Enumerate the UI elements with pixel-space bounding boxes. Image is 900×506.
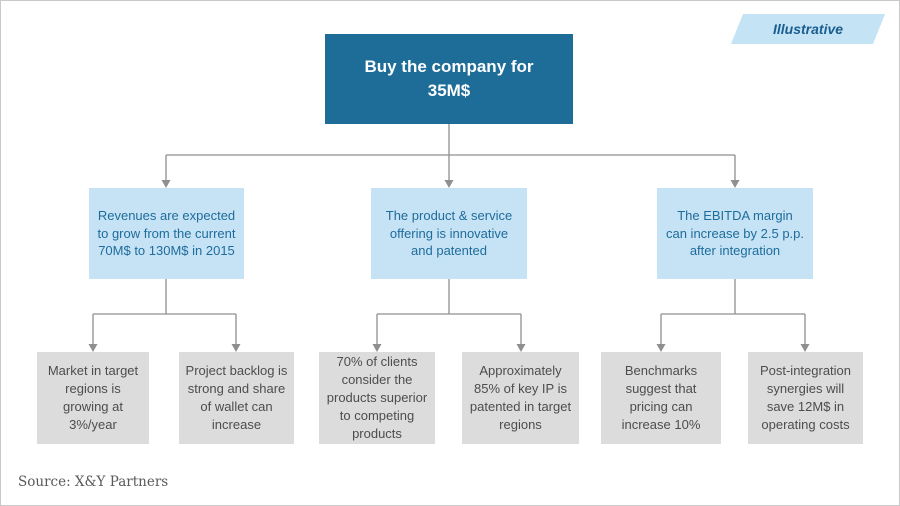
branch-node-product-service: The product & service offering is innova… bbox=[371, 188, 527, 279]
leaf-node-patented-ip: Approximately 85% of key IP is patented … bbox=[462, 352, 579, 444]
leaf-node-synergies: Post-integration synergies will save 12M… bbox=[748, 352, 863, 444]
leaf-node-client-preference: 70% of clients consider the products sup… bbox=[319, 352, 435, 444]
leaf-node-market-growth: Market in target regions is growing at 3… bbox=[37, 352, 149, 444]
illustrative-tag: Illustrative bbox=[730, 14, 886, 44]
source-attribution: Source: X&Y Partners bbox=[18, 474, 169, 490]
leaf-node-project-backlog: Project backlog is strong and share of w… bbox=[179, 352, 294, 444]
branch-node-revenues: Revenues are expected to grow from the c… bbox=[89, 188, 244, 279]
leaf-node-pricing-benchmarks: Benchmarks suggest that pricing can incr… bbox=[601, 352, 721, 444]
illustrative-tag-label: Illustrative bbox=[772, 21, 844, 37]
branch-node-ebitda-margin: The EBITDA margin can increase by 2.5 p.… bbox=[657, 188, 813, 279]
root-node-buy-company: Buy the company for 35M$ bbox=[325, 34, 573, 124]
